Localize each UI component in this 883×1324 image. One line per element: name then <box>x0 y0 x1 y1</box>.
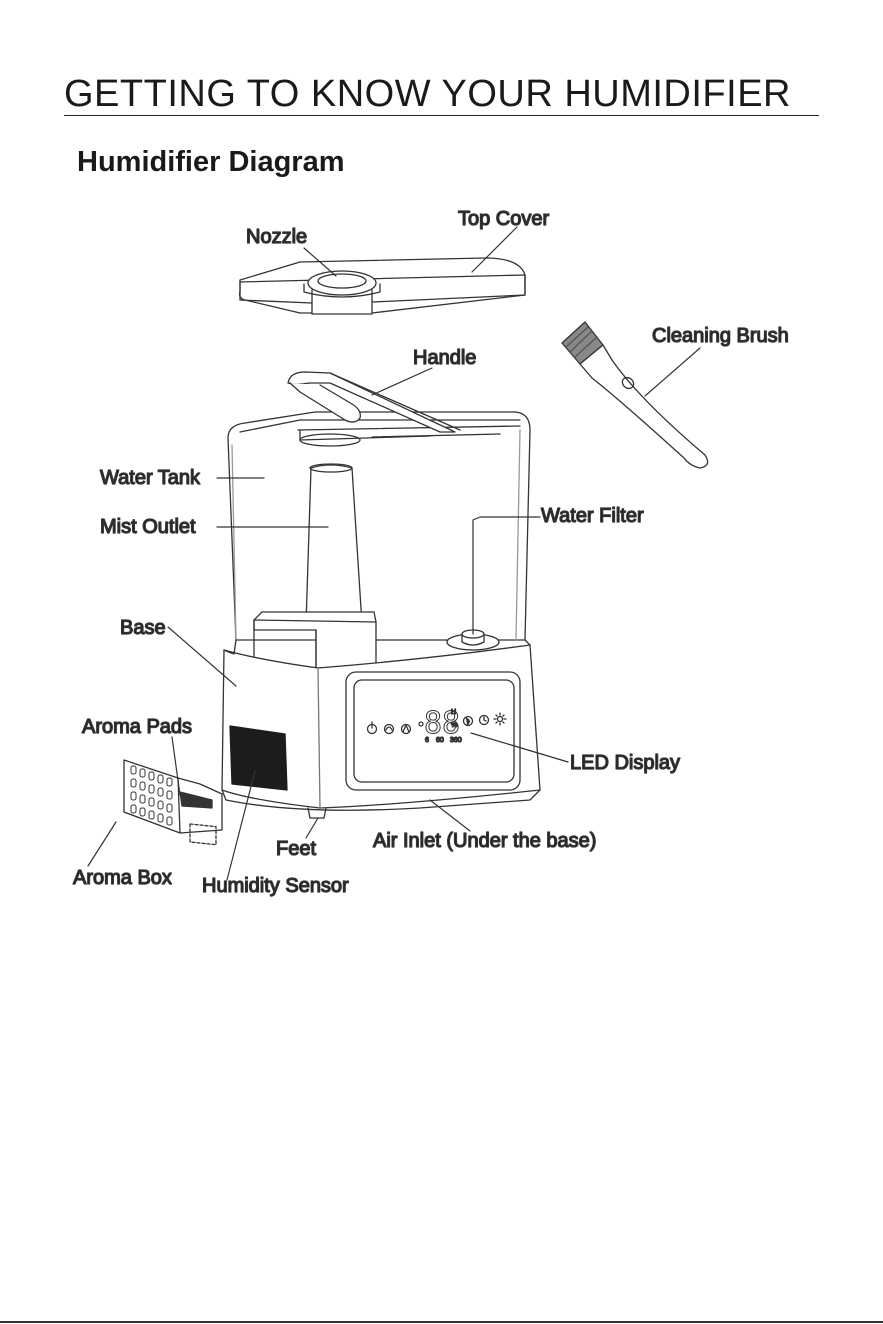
aroma-box-illustration <box>124 760 222 845</box>
label-aroma-pads: Aroma Pads <box>82 716 192 738</box>
label-led-display: LED Display <box>570 752 680 774</box>
unit-h-label: H <box>451 709 456 716</box>
label-cleaning-brush: Cleaning Brush <box>652 325 789 347</box>
label-nozzle: Nozzle <box>246 226 307 248</box>
label-water-filter: Water Filter <box>541 505 644 527</box>
label-handle: Handle <box>413 347 476 369</box>
unit-percent-label: % <box>451 722 457 729</box>
page-bottom-rule <box>0 1321 883 1323</box>
label-top-cover: Top Cover <box>458 208 549 230</box>
label-aroma-box: Aroma Box <box>73 867 172 889</box>
label-air-inlet: Air Inlet (Under the base) <box>373 830 596 852</box>
humidifier-body-illustration <box>222 372 540 818</box>
label-humidity-sensor: Humidity Sensor <box>202 875 349 897</box>
top-cover-illustration <box>240 258 525 314</box>
timer-mark-360: 360 <box>450 737 462 744</box>
timer-mark-60: 60 <box>436 737 444 744</box>
label-base: Base <box>120 617 166 639</box>
label-water-tank: Water Tank <box>100 467 201 489</box>
label-mist-outlet: Mist Outlet <box>100 516 196 538</box>
timer-mark-6: 6 <box>425 737 429 744</box>
label-feet: Feet <box>276 838 316 860</box>
